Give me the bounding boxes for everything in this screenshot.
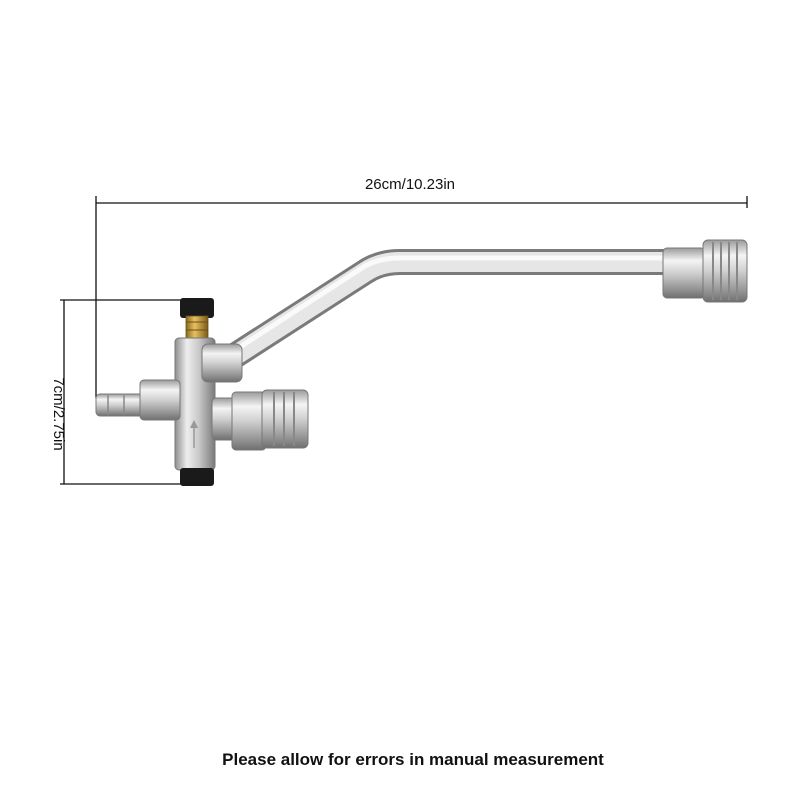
valve-body	[174, 337, 243, 471]
height-dimension-line	[60, 299, 186, 485]
right-quick-coupler	[662, 239, 748, 303]
width-label: 26cm/10.23in	[364, 176, 456, 193]
left-quick-plug	[95, 379, 181, 421]
side-quick-coupler	[211, 389, 309, 451]
height-label: 7cm/2.75in	[50, 377, 67, 451]
bottom-cap	[180, 468, 214, 486]
lance-tube	[214, 249, 668, 375]
adjust-knob	[180, 298, 214, 343]
measurement-note: Please allow for errors in manual measur…	[222, 750, 604, 769]
